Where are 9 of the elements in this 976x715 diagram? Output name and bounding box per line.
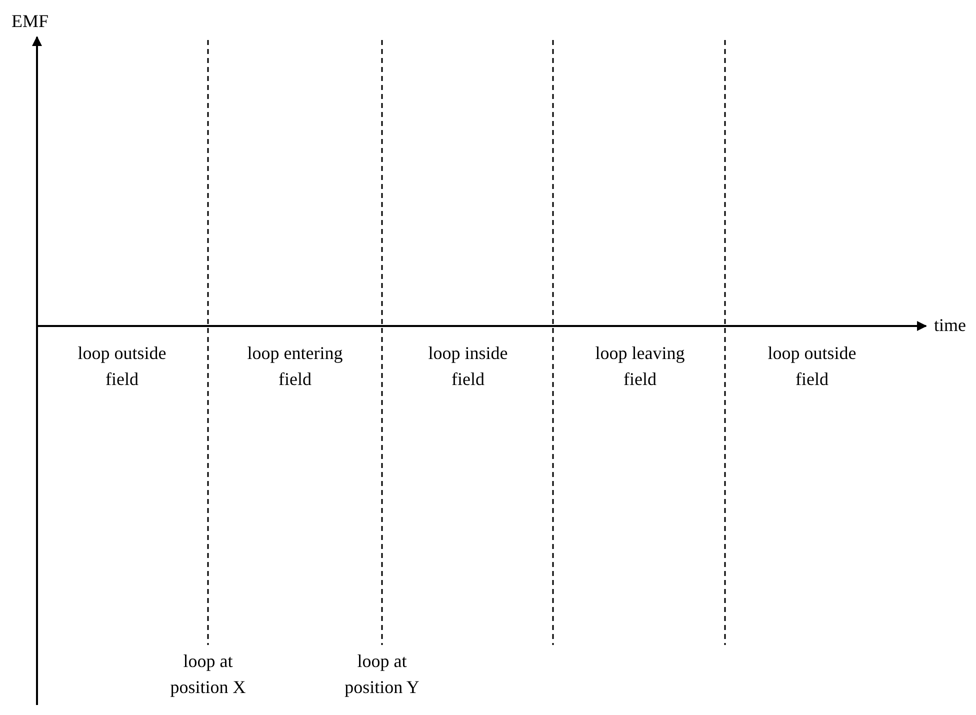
text-label: time <box>933 314 967 337</box>
text-label: loop outside field <box>766 342 858 391</box>
text-label: loop leaving field <box>594 342 686 391</box>
text-label: loop outside field <box>76 342 168 391</box>
text-label: loop at position X <box>169 650 247 699</box>
text-label: loop inside field <box>427 342 509 391</box>
text-label: EMF <box>10 10 50 33</box>
text-label: loop at position Y <box>344 650 420 699</box>
text-label: loop entering field <box>246 342 344 391</box>
